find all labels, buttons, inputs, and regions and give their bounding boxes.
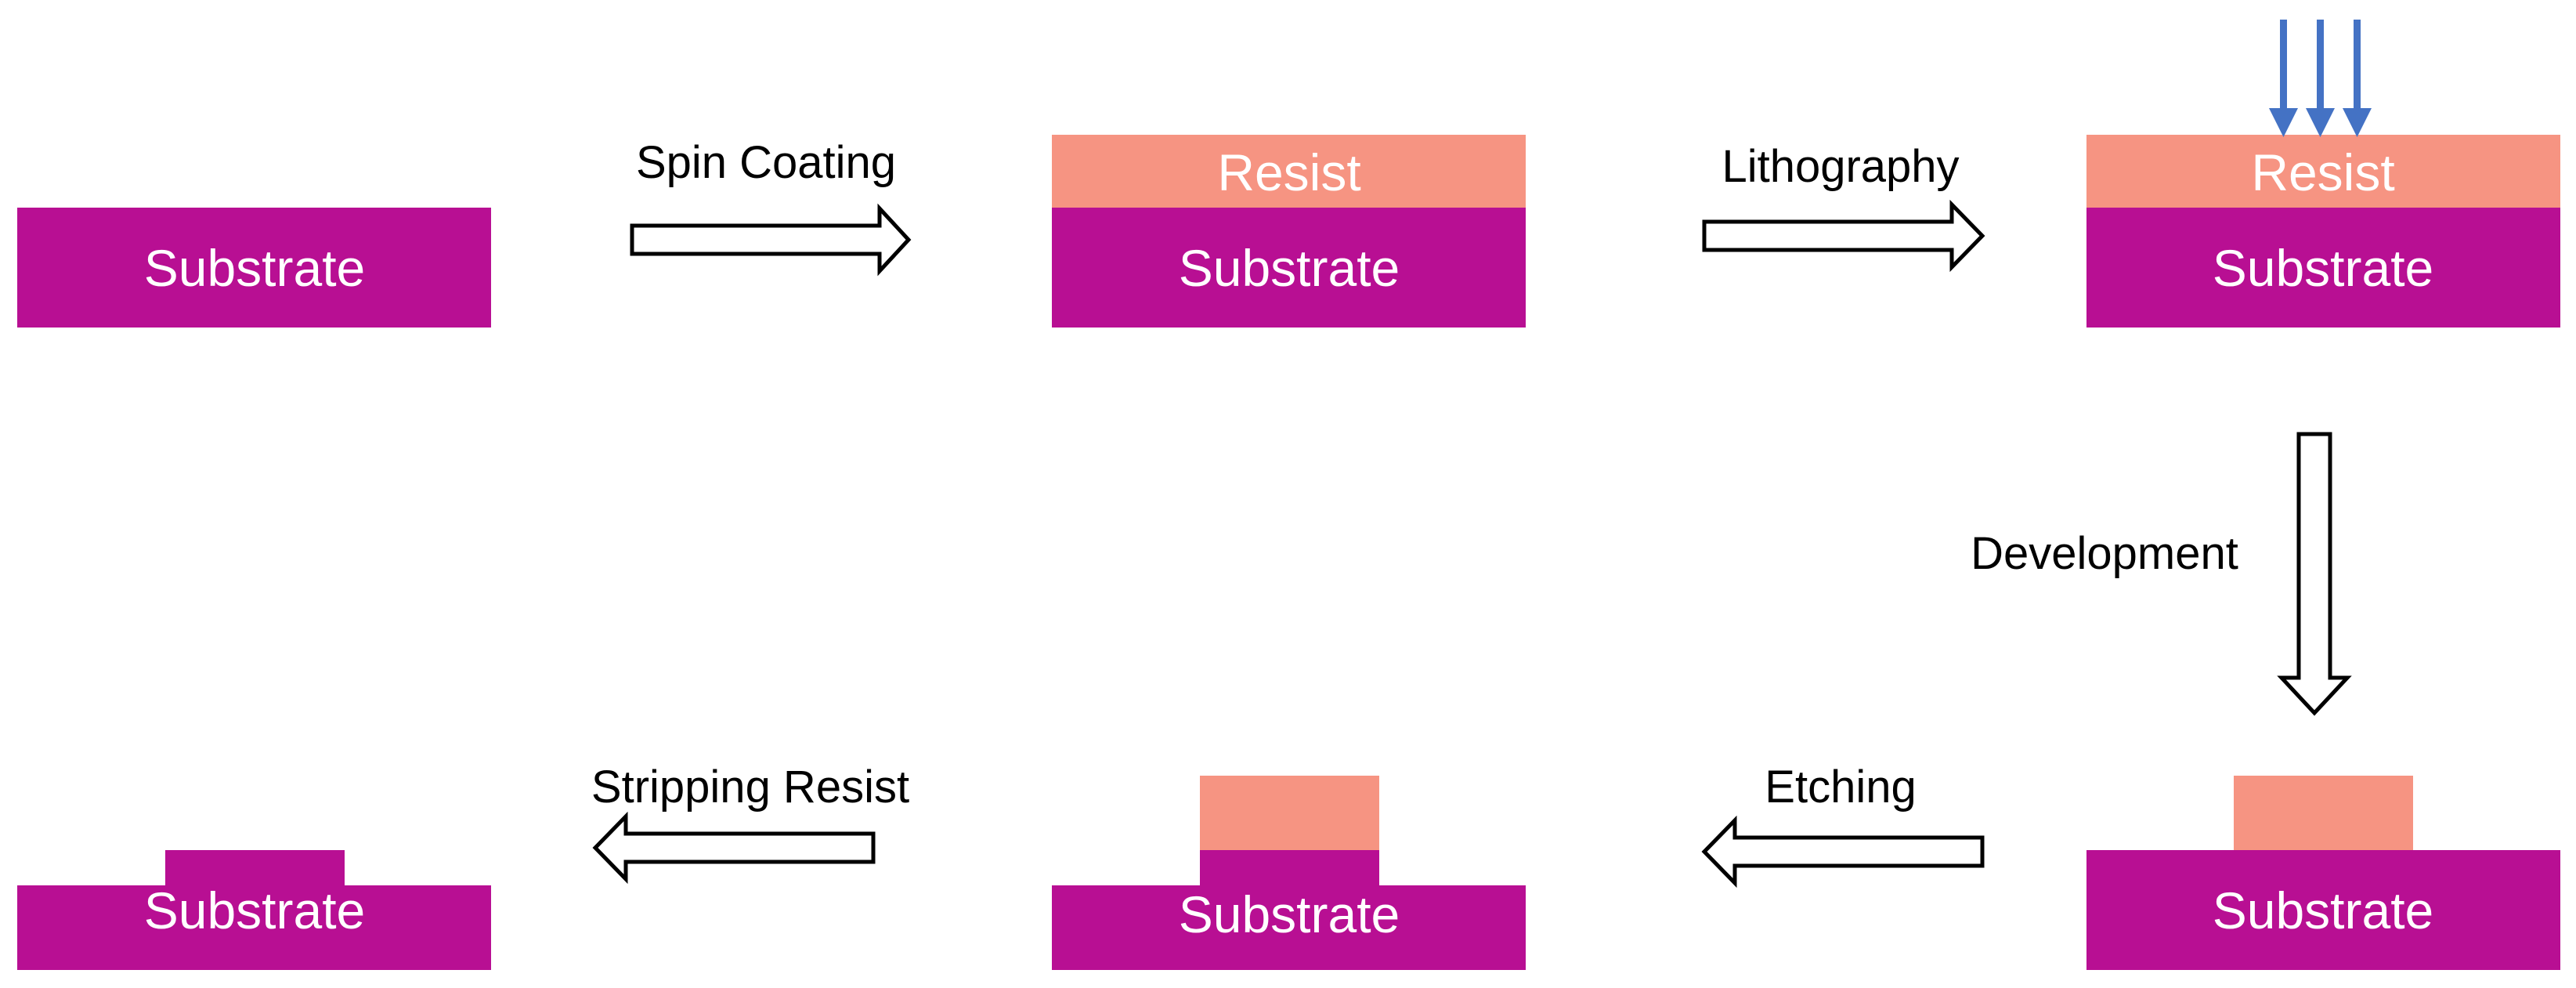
left-arrow-icon [592, 811, 876, 885]
substrate-raised-step [165, 850, 345, 885]
down-arrow-icon [2277, 432, 2352, 716]
stage-developed: Substrate [2086, 776, 2560, 970]
resist-layer [2086, 135, 2560, 208]
stage-coated: Resist Substrate [1052, 135, 1526, 328]
step-label: Stripping Resist [591, 762, 909, 812]
step-spin-coating: Spin Coating [630, 137, 912, 277]
substrate-block [1052, 885, 1526, 970]
step-lithography: Lithography [1702, 141, 1985, 273]
step-label: Spin Coating [636, 137, 896, 188]
step-label: Development [1971, 528, 2238, 579]
substrate-label: Substrate [2213, 239, 2434, 297]
resist-layer [1052, 135, 1526, 208]
resist-label: Resist [1217, 143, 1360, 201]
substrate-label: Substrate [1179, 239, 1400, 297]
stage-bare-substrate: Substrate [17, 208, 491, 328]
substrate-block [17, 208, 491, 328]
substrate-block [17, 885, 491, 970]
resist-pattern [2234, 776, 2413, 850]
step-stripping-resist: Stripping Resist [591, 762, 909, 885]
substrate-block [2086, 850, 2560, 970]
step-development: Development [1971, 432, 2352, 716]
resist-pattern [1200, 776, 1379, 850]
substrate-block [1052, 208, 1526, 328]
substrate-block [2086, 208, 2560, 328]
step-etching: Etching [1701, 762, 1985, 888]
stage-stripped: Substrate [17, 850, 491, 970]
stage-exposed: Resist Substrate [2086, 20, 2560, 328]
down-arrows-icon [2269, 20, 2372, 137]
substrate-raised-step [1200, 850, 1379, 885]
substrate-label: Substrate [2213, 881, 2434, 939]
left-arrow-icon [1701, 815, 1985, 888]
stage-etched: Substrate [1052, 776, 1526, 970]
exposure-arrow [2269, 20, 2298, 137]
exposure-arrow [2343, 20, 2372, 137]
step-label: Lithography [1722, 141, 1959, 192]
right-arrow-icon [1702, 199, 1985, 273]
resist-label: Resist [2251, 143, 2394, 201]
substrate-label: Substrate [144, 881, 366, 939]
substrate-label: Substrate [1179, 885, 1400, 943]
substrate-label: Substrate [144, 239, 366, 297]
exposure-arrow [2306, 20, 2335, 137]
step-label: Etching [1765, 762, 1916, 812]
right-arrow-icon [630, 203, 912, 277]
